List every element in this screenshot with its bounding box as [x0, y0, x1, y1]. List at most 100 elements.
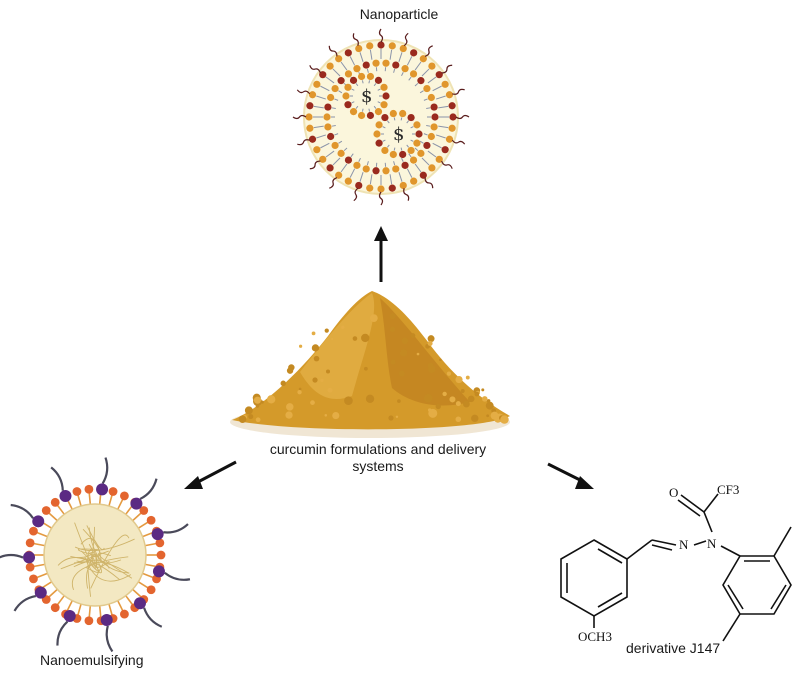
- nanoparticle-outer-lipid-chain: [353, 187, 359, 202]
- powder-grain: [332, 412, 340, 420]
- emulsion-core-strand: [90, 534, 130, 589]
- nanoparticle-inner-lipid-tail: [414, 82, 419, 87]
- nanoparticle-outer-lipid-head: [441, 146, 449, 154]
- nanoparticle-outer-lipid-head: [377, 185, 385, 193]
- powder-grain: [395, 415, 399, 418]
- vesicle-1-lipid-head: [357, 72, 366, 81]
- powder-grain: [427, 362, 434, 369]
- powder-grain: [370, 314, 378, 322]
- nanoparticle-inner-lipid-head: [362, 61, 370, 69]
- nanoparticle-outer-lipid-head: [449, 113, 457, 121]
- powder-grain: [326, 369, 331, 374]
- nanoparticle-inner-lipid-head: [427, 132, 435, 141]
- nanoparticle-inner-lipid-head: [423, 84, 431, 93]
- powder-grain: [465, 375, 470, 380]
- nanoparticle-inner-lipid-head: [401, 65, 409, 73]
- vesicle-1-lipid-head: [342, 92, 350, 100]
- powder-grain: [449, 396, 456, 403]
- powder-grain: [324, 328, 329, 333]
- vesicle-1-lipid-head: [349, 76, 358, 84]
- vesicle-1-lipid-tail: [368, 80, 371, 84]
- vesicle-1-lipid-head: [382, 92, 390, 100]
- vesicle-1-lipid-tail: [377, 88, 381, 91]
- nanoparticle-outer-lipid-tail: [389, 174, 393, 185]
- emulsion-polymer-chain: [50, 466, 64, 491]
- nanoparticle-inner-lipid-tail: [419, 90, 424, 94]
- nanoparticle-outer-lipid-chain: [441, 64, 453, 74]
- nanoparticle-inner-lipid-head: [331, 84, 339, 93]
- powder-grain: [486, 414, 490, 418]
- nanoparticle-inner-lipid-head: [353, 161, 361, 169]
- vesicle-2-lipid-tail: [382, 139, 386, 142]
- emulsion-surfactant-head: [50, 603, 60, 613]
- emulsion-core-strand: [77, 548, 99, 556]
- nanoparticle-outer-lipid-tail: [438, 105, 449, 109]
- powder-grain: [390, 359, 396, 365]
- methoxy-label: OCH3: [578, 629, 612, 644]
- nanoparticle-inner-lipid-tail: [331, 107, 336, 110]
- nanoparticle-outer-lipid-tail: [427, 76, 437, 84]
- emulsion-surfactant-head: [84, 484, 94, 494]
- emulsion-purple-particle: [100, 613, 113, 626]
- nanoparticle-outer-lipid-head: [435, 71, 443, 79]
- nanoparticle-outer-lipid-tail: [421, 68, 430, 77]
- nanoparticle-inner-lipid-tail: [350, 153, 354, 158]
- emulsion-core-strand: [88, 527, 130, 574]
- nanoparticle-outer-lipid-chain: [378, 191, 384, 206]
- vesicle-2-lipid-head: [389, 150, 397, 159]
- emulsion-polymer-chain: [56, 620, 69, 646]
- powder-grain: [460, 389, 465, 393]
- nanoparticle-outer-lipid-head: [355, 181, 363, 190]
- nanoparticle-outer-lipid-head: [344, 49, 352, 57]
- nanoparticle-outer-lipid-tail: [414, 61, 422, 71]
- nanoparticle-outer-lipid-tail: [398, 172, 403, 182]
- emulsion-surfactant-tail: [56, 505, 65, 515]
- nanoparticle-outer-lipid-chain: [378, 28, 384, 43]
- nanoparticle-inner-lipid-head: [362, 165, 370, 173]
- emulsion-purple-particle: [151, 528, 164, 541]
- nanoparticle-inner-lipid-tail: [414, 147, 419, 152]
- powder-grain: [298, 344, 303, 348]
- emulsion-purple-particle: [32, 515, 45, 528]
- emulsion-surfactant-head: [72, 487, 82, 496]
- emulsion-core-strand: [57, 557, 120, 581]
- nanoparticle-inner-lipid-tail: [401, 157, 404, 162]
- nanoparticle-inner-lipid-tail: [426, 124, 431, 127]
- emulsion-surfactant-tail: [144, 542, 157, 547]
- amide-nitrogen-label: N: [707, 536, 717, 551]
- nanoparticle-inner-lipid-head: [327, 132, 335, 141]
- powder-grain: [253, 396, 262, 404]
- powder-grain: [286, 403, 294, 411]
- emulsion-surfactant-head: [120, 491, 129, 501]
- emulsion-core-strand: [76, 552, 93, 558]
- emulsion-polymer-chain: [101, 457, 109, 484]
- vesicle-1-lipid-head: [344, 101, 352, 109]
- emulsion-surfactant-tail: [125, 595, 134, 605]
- nanoparticle-label: Nanoparticle: [359, 6, 439, 22]
- vesicle-2-lipid-head: [375, 121, 383, 129]
- vesicle-1-lipid-tail: [361, 80, 364, 84]
- nanoparticle-inner-lipid-tail: [334, 133, 339, 136]
- emulsion-surfactant-tail: [142, 531, 154, 538]
- emulsion-surfactant-tail: [108, 495, 113, 507]
- emulsion-surfactant-head: [156, 550, 166, 560]
- emulsion-surfactant-tail: [33, 563, 46, 568]
- powder-grain: [428, 408, 438, 418]
- nanoparticle-outer-lipid-tail: [359, 172, 364, 182]
- nanoparticle-outer-lipid-chain: [441, 160, 453, 169]
- emulsion-surfactant-tail: [137, 581, 149, 589]
- nanoparticle-outer-lipid-tail: [349, 56, 356, 66]
- emulsion-purple-particle: [59, 489, 72, 502]
- powder-grain: [471, 414, 479, 423]
- powder-grain: [455, 375, 463, 384]
- nanoparticle-inner-lipid-head: [337, 77, 345, 85]
- emulsion-surfactant-tail: [33, 542, 46, 547]
- nanoparticle-inner-lipid-head: [382, 59, 390, 67]
- nanoparticle-outer-lipid-head: [306, 124, 314, 132]
- curcumin-label: curcumin formulations and delivery syste…: [269, 441, 487, 474]
- nanoparticle-outer-lipid-tail: [313, 125, 324, 129]
- nanoparticle-outer-lipid-head: [305, 113, 313, 121]
- vesicle-1-lipid-head: [374, 108, 383, 116]
- emulsion-surfactant-tail: [142, 572, 154, 579]
- nanoparticle-inner-lipid-tail: [338, 90, 343, 94]
